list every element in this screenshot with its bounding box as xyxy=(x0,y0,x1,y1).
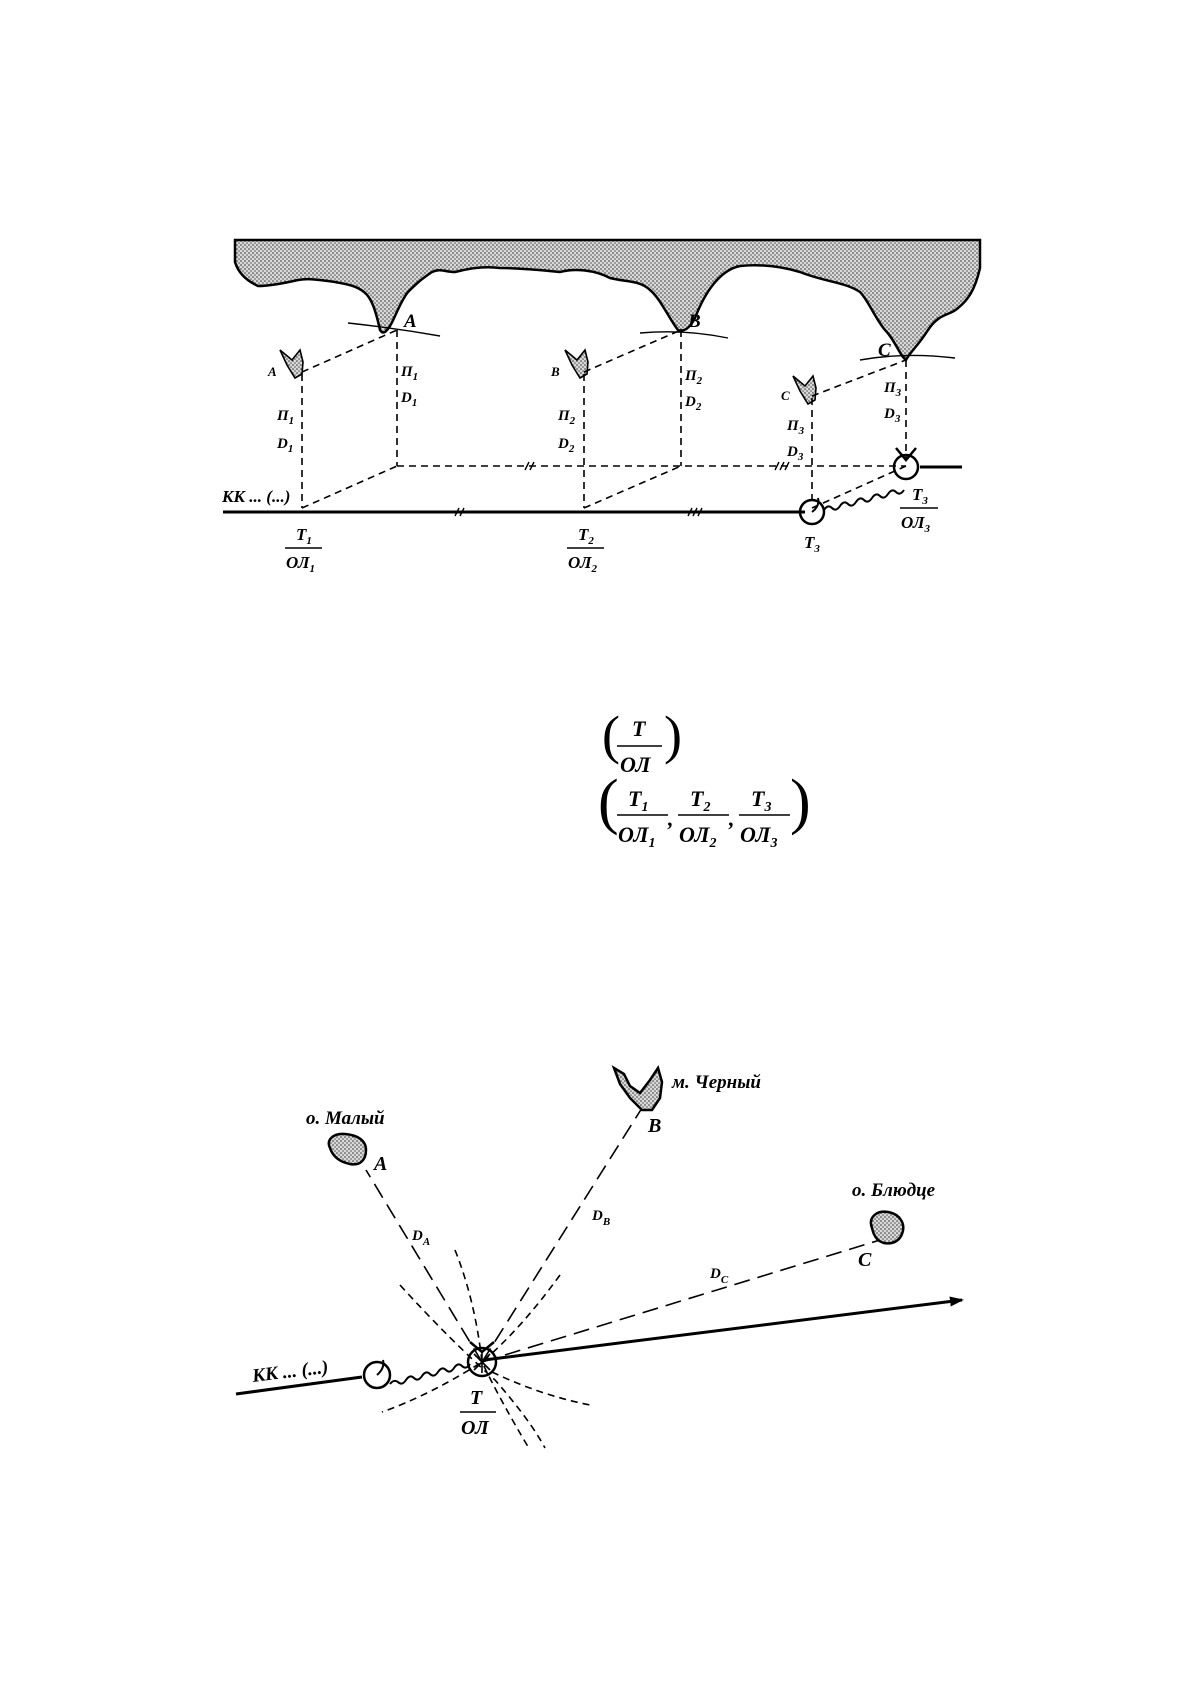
position-arc-4 xyxy=(492,1372,590,1405)
svg-text:T1: T1 xyxy=(296,525,312,547)
distance-line-a xyxy=(366,1170,482,1362)
distance-label-proj-1: D1 xyxy=(276,436,293,455)
svg-text:ОЛ3: ОЛ3 xyxy=(901,513,931,535)
formula-paren-left-single: ( xyxy=(602,705,620,765)
island-maly-shape xyxy=(329,1134,366,1164)
range-arc-b xyxy=(640,332,728,338)
shore-label-a: A xyxy=(403,311,417,332)
svg-text:ОЛ3: ОЛ3 xyxy=(740,822,777,851)
bearing-line-a xyxy=(302,330,397,372)
formula-paren-left-triple: ( xyxy=(598,768,619,836)
distance-label-b: DB xyxy=(591,1208,610,1228)
coastline-land xyxy=(235,240,980,360)
course-label-figure1: КК ... (...) xyxy=(221,487,290,506)
landmark-symbol-a xyxy=(280,350,303,378)
tick-marks-course-2 xyxy=(688,508,702,516)
bearing-label-proj-2: П2 xyxy=(557,408,576,427)
landmark-name-blyudtse: о. Блюдце xyxy=(852,1180,936,1201)
fix-fraction-3: T3 ОЛ3 xyxy=(900,485,938,535)
svg-text:ОЛ2: ОЛ2 xyxy=(679,822,716,851)
svg-text:T3: T3 xyxy=(751,786,771,815)
landmark-name-cherny: м. Черный xyxy=(671,1072,761,1093)
range-arc-a xyxy=(348,323,440,336)
shore-label-c: C xyxy=(878,340,891,361)
distance-label-shore-3: D3 xyxy=(883,406,901,425)
bearing-label-proj-3: П3 xyxy=(786,418,805,437)
formula-fraction-3: T3 ОЛ3 xyxy=(739,786,790,851)
shore-label-b: B xyxy=(687,311,701,332)
projection-label-c: C xyxy=(781,388,790,403)
perspective-line-3 xyxy=(812,466,906,508)
island-blyudtse-shape xyxy=(871,1212,903,1244)
wavy-track-figure2 xyxy=(390,1364,470,1384)
formula-single-num: T xyxy=(632,716,647,741)
formula-comma-1: , xyxy=(667,806,674,831)
fix-fraction-2: T2 ОЛ2 xyxy=(567,525,604,575)
landmark-letter-c: C xyxy=(858,1249,872,1271)
bearing-label-shore-1: П1 xyxy=(400,364,418,383)
formula-fraction-2: T2 ОЛ2 xyxy=(678,786,729,851)
formula-paren-right-single: ) xyxy=(664,705,682,765)
bearing-label-shore-3: П3 xyxy=(883,380,902,399)
svg-text:ОЛ1: ОЛ1 xyxy=(286,553,315,575)
fix-fraction-1: T1 ОЛ1 xyxy=(285,525,322,575)
landmark-letter-b: B xyxy=(647,1115,661,1137)
wavy-track-t3 xyxy=(824,490,904,510)
landmark-symbol-b xyxy=(565,350,588,378)
distance-label-proj-3: D3 xyxy=(786,444,804,463)
tick-marks-upper-2 xyxy=(775,462,789,470)
formula-comma-2: , xyxy=(728,806,735,831)
distance-label-a: DA xyxy=(411,1228,430,1248)
ship-label-t3: Т3 xyxy=(804,533,820,555)
bearing-line-b xyxy=(584,330,681,372)
svg-text:T2: T2 xyxy=(578,525,594,547)
formula-fraction-1: T1 ОЛ1 xyxy=(617,786,668,851)
bearing-label-proj-1: П1 xyxy=(276,408,294,427)
formula-block: ( T ОЛ ) ( T1 ОЛ1 , T2 ОЛ2 , T3 ОЛ3 ) xyxy=(598,705,811,851)
fix-fraction-figure2: T ОЛ xyxy=(460,1387,496,1439)
formula-single-den: ОЛ xyxy=(620,752,651,777)
distance-label-shore-2: D2 xyxy=(684,394,702,413)
svg-text:T: T xyxy=(470,1387,483,1409)
landmark-name-maly: о. Малый xyxy=(306,1108,385,1129)
formula-paren-right-triple: ) xyxy=(790,768,811,836)
svg-text:ОЛ1: ОЛ1 xyxy=(618,822,655,851)
svg-text:ОЛ2: ОЛ2 xyxy=(568,553,598,575)
distance-line-c xyxy=(482,1240,880,1362)
svg-text:T1: T1 xyxy=(628,786,648,815)
distance-label-proj-2: D2 xyxy=(557,436,575,455)
figure-1-coastal-fixes: A B C A B C П1 D1 П1 D1 П2 D2 П2 D2 П3 D… xyxy=(221,240,980,575)
perspective-line-2 xyxy=(584,466,681,508)
distance-line-b xyxy=(482,1108,642,1362)
course-arrow-figure2 xyxy=(484,1300,962,1360)
figure-2-radial-fix: о. Малый A м. Черный B о. Блюдце C DA DB… xyxy=(236,1068,962,1450)
landmark-letter-a: A xyxy=(372,1153,387,1175)
svg-text:T2: T2 xyxy=(690,786,710,815)
perspective-line-1 xyxy=(302,466,397,508)
distance-label-shore-1: D1 xyxy=(400,390,417,409)
svg-text:ОЛ: ОЛ xyxy=(461,1417,490,1439)
projection-label-a: A xyxy=(267,364,277,379)
bearing-label-shore-2: П2 xyxy=(684,368,703,387)
projection-label-b: B xyxy=(550,364,560,379)
distance-label-c: DC xyxy=(709,1266,729,1286)
cape-cherny-shape xyxy=(614,1068,662,1110)
svg-text:T3: T3 xyxy=(912,485,928,507)
